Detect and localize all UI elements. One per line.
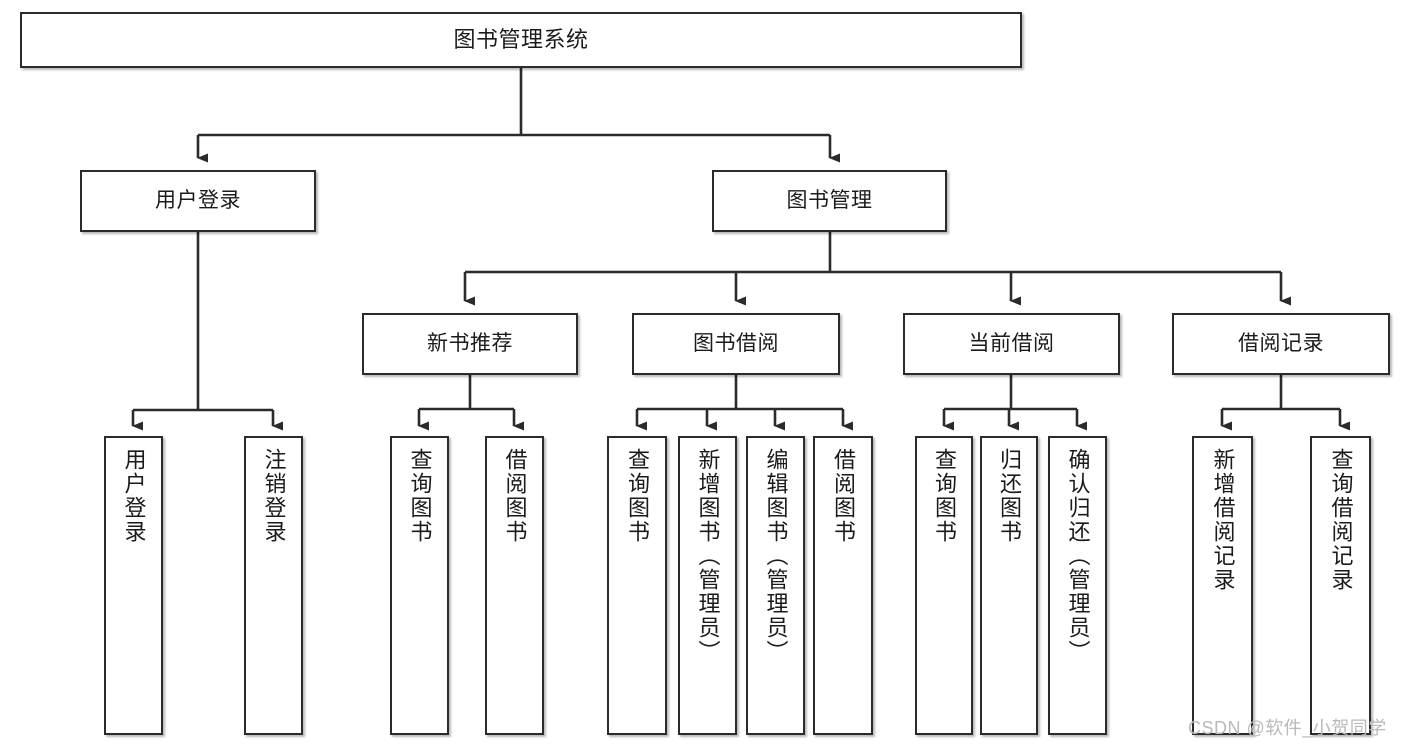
- leaf-book-borrow-edit-book[interactable]: 编辑图书（管理员）: [746, 436, 805, 735]
- node-label: 注销登录: [261, 448, 287, 544]
- leaf-current-borrow-query-book[interactable]: 查询图书: [915, 436, 973, 735]
- node-borrow-record[interactable]: 借阅记录: [1172, 313, 1390, 375]
- node-label: 借阅记录: [1238, 331, 1324, 355]
- node-label: 当前借阅: [968, 331, 1055, 355]
- node-label: 图书借阅: [693, 331, 779, 355]
- node-label: 新增图书（管理员）: [695, 448, 721, 664]
- leaf-borrow-record-query-record[interactable]: 查询借阅记录: [1310, 436, 1371, 735]
- node-label: 图书管理: [786, 188, 873, 212]
- leaf-new-book-borrow-book[interactable]: 借阅图书: [485, 436, 544, 735]
- leaf-book-borrow-borrow-book[interactable]: 借阅图书: [813, 436, 873, 735]
- leaf-book-borrow-query-book[interactable]: 查询图书: [607, 436, 667, 735]
- node-user-login[interactable]: 用户登录: [80, 170, 316, 232]
- node-label: 查询图书: [932, 448, 957, 544]
- node-label: 借阅图书: [502, 448, 528, 544]
- node-new-book-recommend[interactable]: 新书推荐: [362, 313, 578, 375]
- leaf-current-borrow-return-book[interactable]: 归还图书: [980, 436, 1038, 735]
- node-current-borrow[interactable]: 当前借阅: [903, 313, 1120, 375]
- leaf-current-borrow-confirm-return[interactable]: 确认归还（管理员）: [1048, 436, 1107, 735]
- node-label: 编辑图书（管理员）: [763, 448, 789, 664]
- leaf-user-login-login[interactable]: 用户登录: [104, 436, 163, 735]
- leaf-borrow-record-add-record[interactable]: 新增借阅记录: [1192, 436, 1253, 735]
- node-label: 借阅图书: [831, 448, 856, 544]
- node-label: 用户登录: [121, 448, 147, 544]
- node-label: 用户登录: [155, 188, 241, 212]
- node-label: 查询图书: [407, 448, 433, 544]
- node-root-system[interactable]: 图书管理系统: [20, 12, 1022, 68]
- node-label: 图书管理系统: [453, 27, 589, 53]
- node-label: 新增借阅记录: [1210, 448, 1236, 592]
- node-book-borrow[interactable]: 图书借阅: [632, 313, 840, 375]
- node-label: 确认归还（管理员）: [1065, 448, 1091, 664]
- node-book-management[interactable]: 图书管理: [712, 170, 947, 232]
- node-label: 归还图书: [997, 448, 1022, 544]
- leaf-book-borrow-add-book[interactable]: 新增图书（管理员）: [678, 436, 737, 735]
- node-label: 查询借阅记录: [1328, 448, 1354, 592]
- node-label: 查询图书: [625, 448, 650, 544]
- leaf-new-book-query-book[interactable]: 查询图书: [390, 436, 449, 735]
- leaf-user-login-logout[interactable]: 注销登录: [244, 436, 303, 735]
- node-label: 新书推荐: [427, 331, 513, 355]
